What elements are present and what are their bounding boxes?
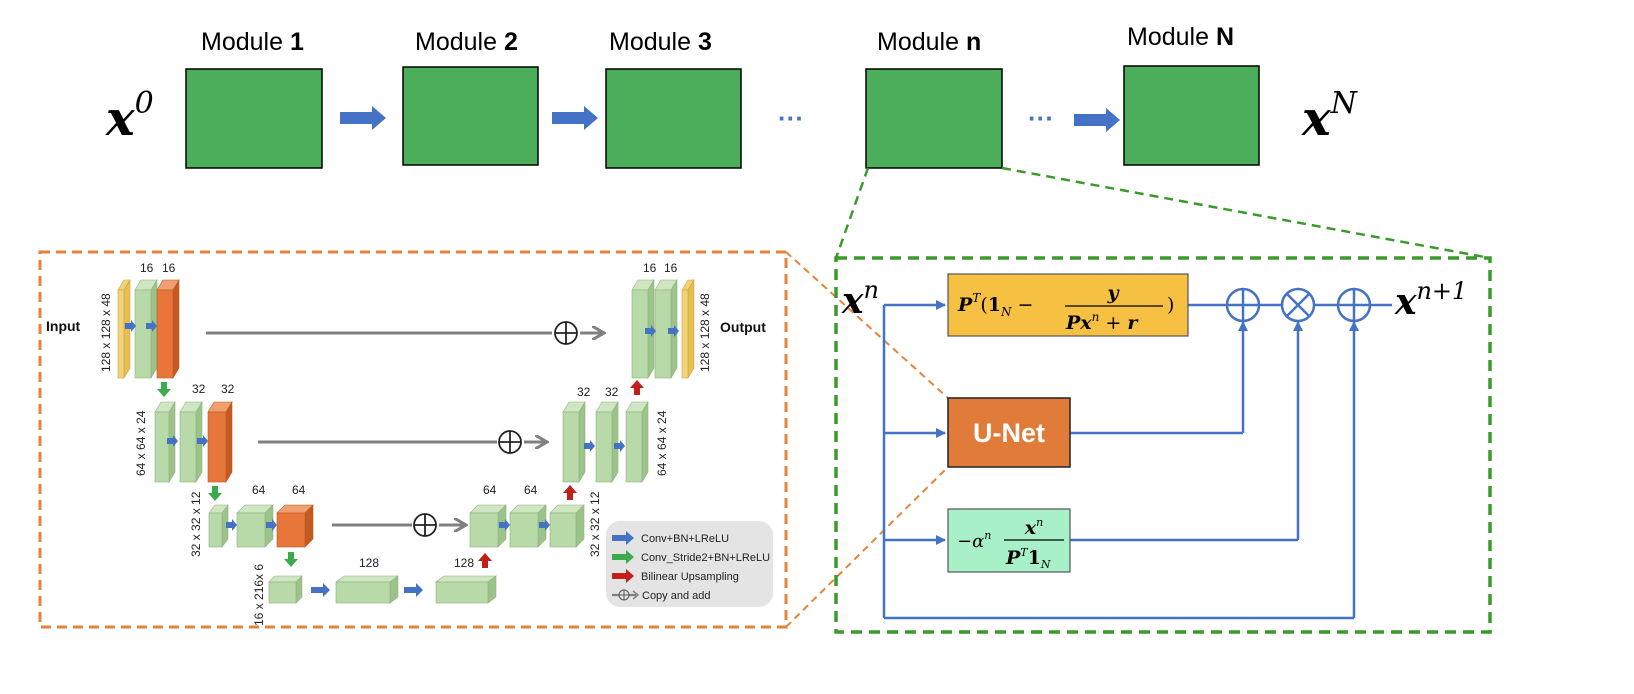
level1-left-blocks — [117, 278, 180, 380]
normalization-term-formula: −αn xn PT1N — [957, 516, 1064, 571]
xn1-symbol: xn+1 — [1394, 277, 1467, 323]
zoom-line-left — [834, 167, 870, 259]
dim-l2-left: 64 x 64 x 24 — [134, 410, 148, 476]
module-n: Module n — [865, 28, 1003, 169]
level3-right-blocks — [469, 504, 585, 548]
ch-l3b: 64 — [292, 483, 306, 497]
downsample-3-icon — [284, 552, 298, 567]
ch-l2a: 32 — [192, 382, 206, 396]
legend-blue-arrow-icon — [612, 531, 634, 545]
module-2-label: Module 2 — [415, 28, 518, 56]
xn-symbol: xn — [841, 276, 879, 322]
legend: Conv+BN+LReLU Conv_Stride2+BN+LReLU Bili… — [606, 521, 773, 607]
module-N: Module N — [1123, 23, 1260, 166]
ch-r3b: 64 — [524, 483, 538, 497]
module-n-box — [865, 68, 1003, 169]
ellipsis-1: ··· — [778, 103, 804, 133]
legend-item-conv: Conv+BN+LReLU — [641, 533, 729, 545]
ch-r1a: 16 — [643, 261, 657, 275]
legend-item-copy-add: Copy and add — [642, 590, 711, 602]
svg-text:PT(1N −: PT(1N − — [957, 291, 1033, 319]
dim-l3-right: 32 x 32 x 12 — [588, 491, 602, 557]
unet-zoom-line-top — [785, 251, 949, 399]
svg-text:y: y — [1106, 282, 1120, 304]
ch-r2a: 32 — [577, 385, 591, 399]
module-3-label: Module 3 — [609, 28, 712, 56]
arrow-to-N-icon — [1074, 108, 1120, 132]
downsample-1-icon — [157, 382, 171, 397]
unet-zoom-line-bottom — [785, 466, 949, 628]
module-2-box — [402, 66, 539, 166]
module-n-label: Module n — [877, 28, 981, 56]
ellipsis-2: ··· — [1028, 103, 1054, 133]
upsample-3-icon — [478, 553, 492, 568]
legend-green-arrow-icon — [612, 550, 634, 564]
arrow-1-2-icon — [340, 106, 386, 130]
module-1-label: Module 1 — [201, 28, 304, 56]
unet-detail-frame — [38, 250, 788, 629]
upsample-2-icon — [563, 485, 577, 500]
arrow-2-3-icon — [552, 106, 598, 130]
top-arrows — [340, 106, 1120, 132]
level3-left-blocks — [208, 504, 314, 548]
module-3-box — [605, 68, 742, 169]
ch-r2b: 32 — [605, 385, 619, 399]
input-label: Input — [46, 318, 81, 334]
level2-right-blocks — [562, 400, 649, 484]
svg-text:Pxn + r: Pxn + r — [1065, 310, 1139, 334]
ch-l2b: 32 — [221, 382, 235, 396]
ch-l1a: 16 — [140, 261, 154, 275]
ch-l1b: 16 — [162, 261, 176, 275]
xN-symbol: xN — [1301, 86, 1359, 147]
module-1: Module 1 — [185, 28, 323, 169]
level2-left-blocks — [154, 400, 233, 484]
x0-symbol: x0 — [105, 86, 154, 147]
dim-l1-right: 128 x 128 x 48 — [698, 293, 712, 372]
gradient-term-formula: PT(1N − y Pxn + r ) — [957, 282, 1174, 334]
legend-item-upsampling: Bilinear Upsampling — [641, 571, 739, 583]
module-3: Module 3 — [605, 28, 742, 169]
downsample-2-icon — [208, 486, 222, 501]
svg-text:PT1N: PT1N — [1005, 546, 1051, 571]
dim-l2-right: 64 x 64 x 24 — [655, 410, 669, 476]
zoom-line-right — [1001, 166, 1491, 260]
svg-text:−αn: −αn — [957, 529, 991, 552]
bottleneck-blocks — [268, 575, 497, 604]
dim-l3-left: 32 x 32 x 12 — [189, 491, 203, 557]
gradient-term-box — [947, 273, 1189, 337]
svg-text:): ) — [1167, 294, 1174, 316]
legend-red-arrow-icon — [612, 569, 634, 583]
ch-r3a: 64 — [483, 483, 497, 497]
dim-l1-left: 128 x 128 x 48 — [99, 293, 113, 372]
svg-text:xn: xn — [1024, 516, 1043, 539]
module-N-box — [1123, 65, 1260, 166]
operator-glyphs — [1227, 289, 1370, 321]
level1-right-blocks — [631, 278, 695, 380]
module-detail-frame — [834, 256, 1492, 634]
unet-box — [947, 397, 1071, 468]
module-1-box — [185, 68, 323, 169]
unet-label: U-Net — [973, 418, 1045, 448]
upsample-1-icon — [630, 380, 644, 395]
legend-item-conv-stride: Conv_Stride2+BN+LReLU — [641, 552, 770, 564]
dim-l4-left: 16 x 216x 6 — [252, 564, 266, 626]
output-label: Output — [720, 319, 766, 335]
ch-b2: 128 — [454, 556, 474, 570]
module-wiring — [882, 300, 1392, 620]
ch-l3a: 64 — [252, 483, 266, 497]
module-N-label: Module N — [1127, 23, 1234, 51]
legend-background — [606, 521, 773, 607]
ch-b1: 128 — [359, 556, 379, 570]
ch-r1b: 16 — [664, 261, 678, 275]
module-2: Module 2 — [402, 28, 539, 166]
